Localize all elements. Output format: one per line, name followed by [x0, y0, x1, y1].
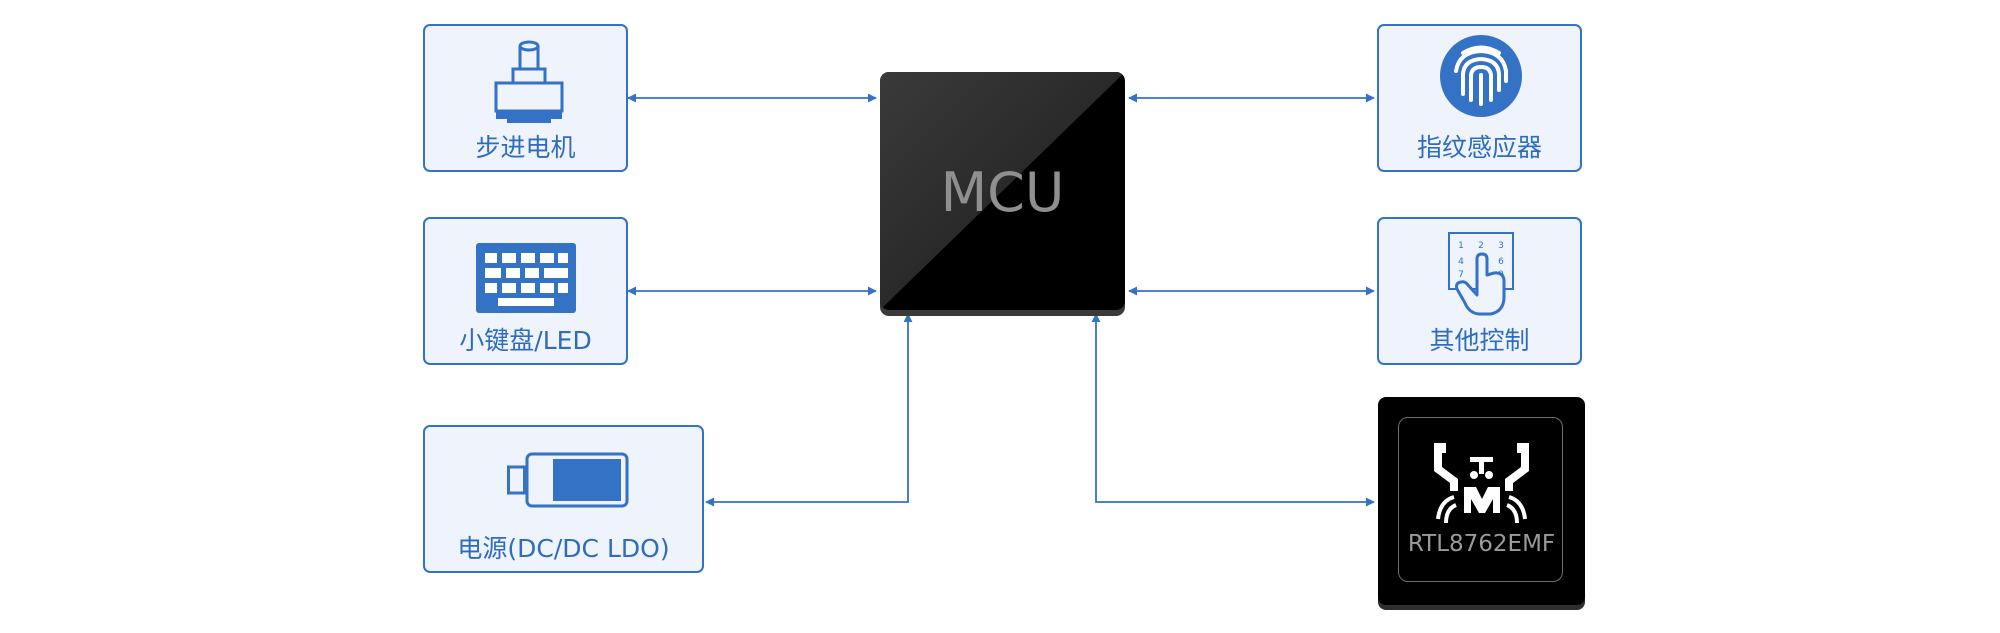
- mcu-gloss: [880, 72, 1125, 310]
- keypad-digit: 2: [1478, 241, 1484, 251]
- realtek-crab-logo: [1434, 443, 1529, 524]
- link-power-mcu: [705, 313, 913, 507]
- link-chip-mcu: [1091, 313, 1375, 507]
- keypad-digit: 1: [1458, 241, 1464, 251]
- mcu-block: MCU: [880, 72, 1125, 310]
- module-label: 步进电机: [475, 133, 576, 162]
- keyboard-icon: [476, 243, 576, 313]
- keypad-digit: 3: [1498, 241, 1504, 251]
- module-fingerprint: 指纹感应器: [1377, 24, 1582, 172]
- keypad-digit: 4: [1458, 257, 1464, 267]
- module-label: 其他控制: [1429, 326, 1530, 355]
- fingerprint-icon: [1440, 35, 1522, 117]
- battery-icon: [507, 452, 629, 508]
- module-stepper-motor: 步进电机: [423, 24, 628, 172]
- module-label: 小键盘/LED: [459, 326, 592, 355]
- chip-inner-frame: [1398, 417, 1563, 582]
- chip-label: RTL8762EMF: [1407, 531, 1556, 557]
- keypad-digit: 7: [1458, 270, 1464, 280]
- keypad-digit: 6: [1498, 257, 1504, 267]
- module-keypad-led: 小键盘/LED: [423, 217, 628, 365]
- module-label: 指纹感应器: [1416, 133, 1542, 162]
- module-other-control: 1 2 3 4 6 7 8 9 其他控制: [1377, 217, 1582, 365]
- touch-keypad-icon: 1 2 3 4 6 7 8 9: [1448, 232, 1514, 316]
- mcu-label: MCU: [940, 161, 1065, 224]
- module-label: 电源(DC/DC LDO): [457, 534, 670, 563]
- stepper-motor-icon: [494, 40, 564, 123]
- module-power: 电源(DC/DC LDO): [423, 425, 704, 573]
- rtl-chip-block: RTL8762EMF: [1378, 397, 1585, 605]
